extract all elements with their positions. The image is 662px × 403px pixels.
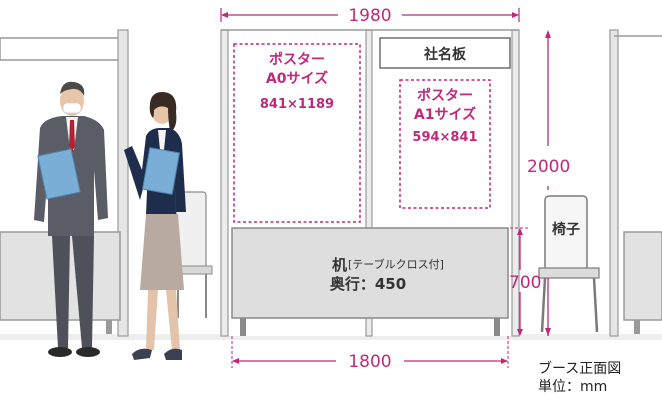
- poster-a0-area: [233, 43, 361, 223]
- table-width-label: 1800: [348, 352, 391, 372]
- floor: [0, 334, 662, 340]
- table-width-dimension: [231, 336, 509, 368]
- right-neighbor-booth: [609, 29, 662, 337]
- exhibition-table: [231, 227, 509, 336]
- nameplate-board: [379, 37, 511, 69]
- table-height-dimension: [510, 227, 528, 336]
- poster-a0-line2: A0サイズ: [266, 70, 328, 87]
- man-figure: [34, 81, 108, 357]
- chair-label: 椅子: [552, 221, 580, 238]
- caption-unit: 単位：mm: [538, 379, 608, 395]
- poster-a0-size: 841×1189: [260, 97, 334, 112]
- poster-a1-area: [399, 79, 491, 209]
- woman-figure: [124, 92, 186, 360]
- poster-a1-line2: A1サイズ: [414, 106, 476, 123]
- booth-height-dimension: [545, 30, 551, 336]
- table-depth: 奥行：450: [330, 275, 406, 293]
- nameplate-label: 社名板: [423, 46, 467, 63]
- table-label: 机: [332, 256, 347, 274]
- poster-a1-line1: ポスター: [417, 87, 473, 104]
- poster-a0-line1: ポスター: [269, 51, 325, 68]
- table-note: [テーブルクロス付]: [348, 257, 444, 271]
- booth-height-label: 2000: [527, 157, 570, 177]
- chair: [538, 195, 600, 333]
- table-height-label: 700: [509, 273, 541, 293]
- booth-width-label: 1980: [348, 6, 391, 26]
- poster-a1-size: 594×841: [412, 130, 477, 145]
- booth-width-dimension: [220, 8, 520, 22]
- caption-title: ブース正面図: [538, 361, 622, 377]
